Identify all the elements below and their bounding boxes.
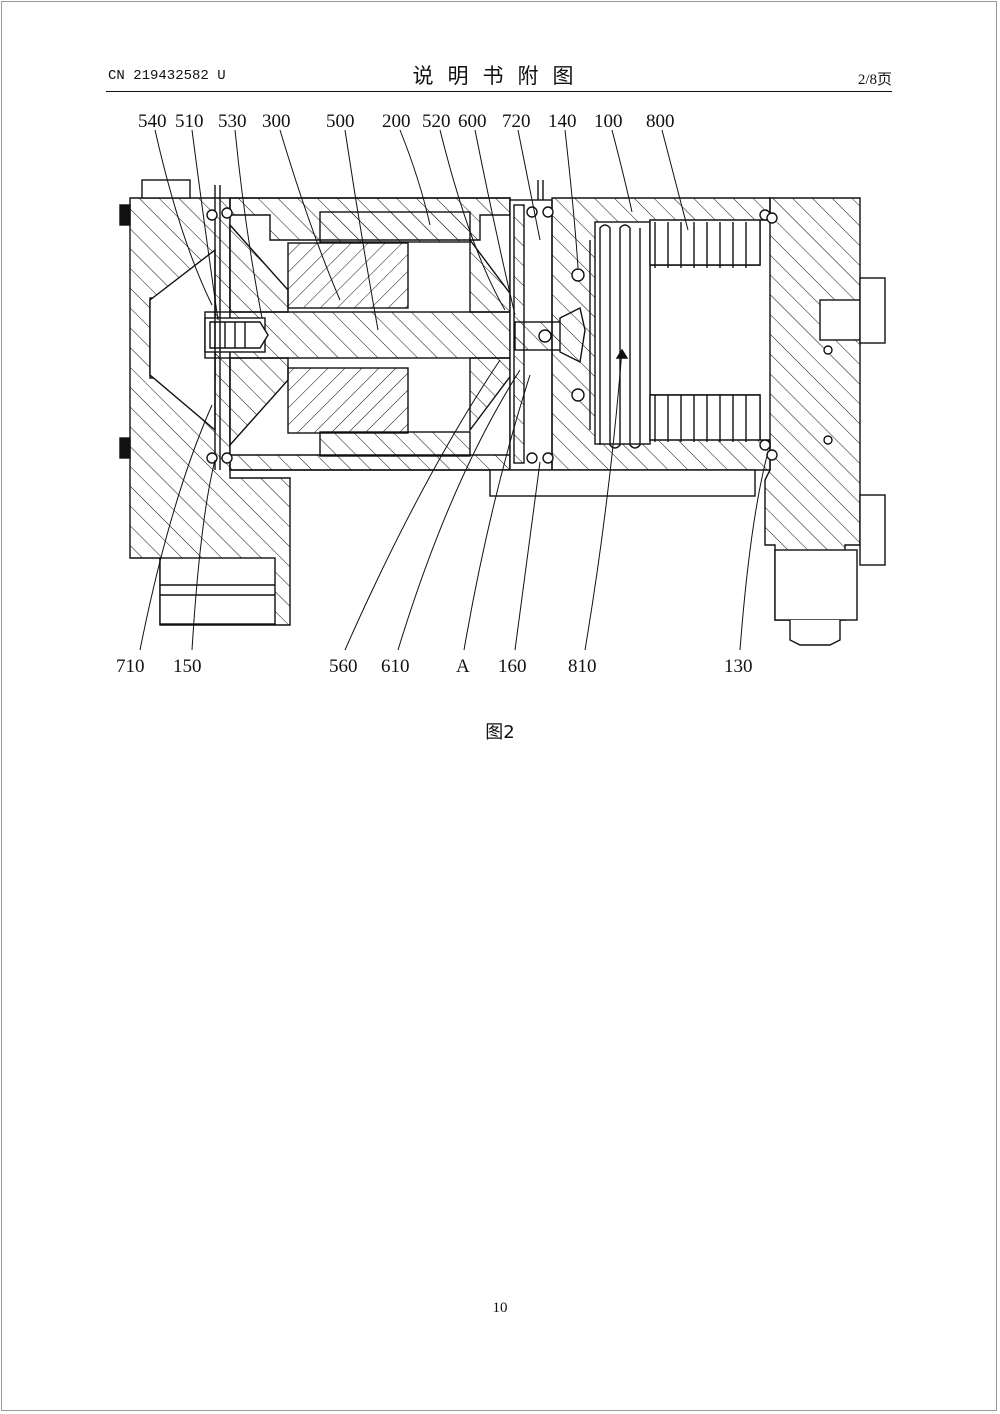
label-560: 560 — [329, 656, 358, 677]
label-a: A — [456, 656, 470, 677]
patent-number: CN 219432582 U — [108, 68, 226, 84]
magnet-300 — [287, 242, 409, 309]
label-520: 520 — [422, 111, 451, 132]
figure-caption: 图2 — [485, 722, 515, 743]
label-540: 540 — [138, 111, 167, 132]
label-200: 200 — [382, 111, 411, 132]
label-100: 100 — [594, 111, 623, 132]
label-530: 530 — [218, 111, 247, 132]
label-150: 150 — [173, 656, 202, 677]
label-800: 800 — [646, 111, 675, 132]
label-810: 810 — [568, 656, 597, 677]
label-710: 710 — [116, 656, 145, 677]
section-title: 说明书附图 — [412, 64, 588, 88]
label-720: 720 — [502, 111, 531, 132]
figure-2-drawing: 540 510 530 300 500 200 520 600 720 140 … — [116, 111, 886, 677]
page-number: 10 — [492, 1300, 508, 1316]
label-160: 160 — [498, 656, 527, 677]
label-600: 600 — [458, 111, 487, 132]
bellows-800 — [599, 222, 747, 449]
label-300: 300 — [262, 111, 291, 132]
header-rule — [106, 91, 892, 92]
label-130: 130 — [724, 656, 753, 677]
label-610: 610 — [381, 656, 410, 677]
label-500: 500 — [326, 111, 355, 132]
label-510: 510 — [175, 111, 204, 132]
coil-200 — [319, 211, 471, 243]
page-of: 2/8页 — [857, 72, 892, 88]
label-140: 140 — [548, 111, 577, 132]
